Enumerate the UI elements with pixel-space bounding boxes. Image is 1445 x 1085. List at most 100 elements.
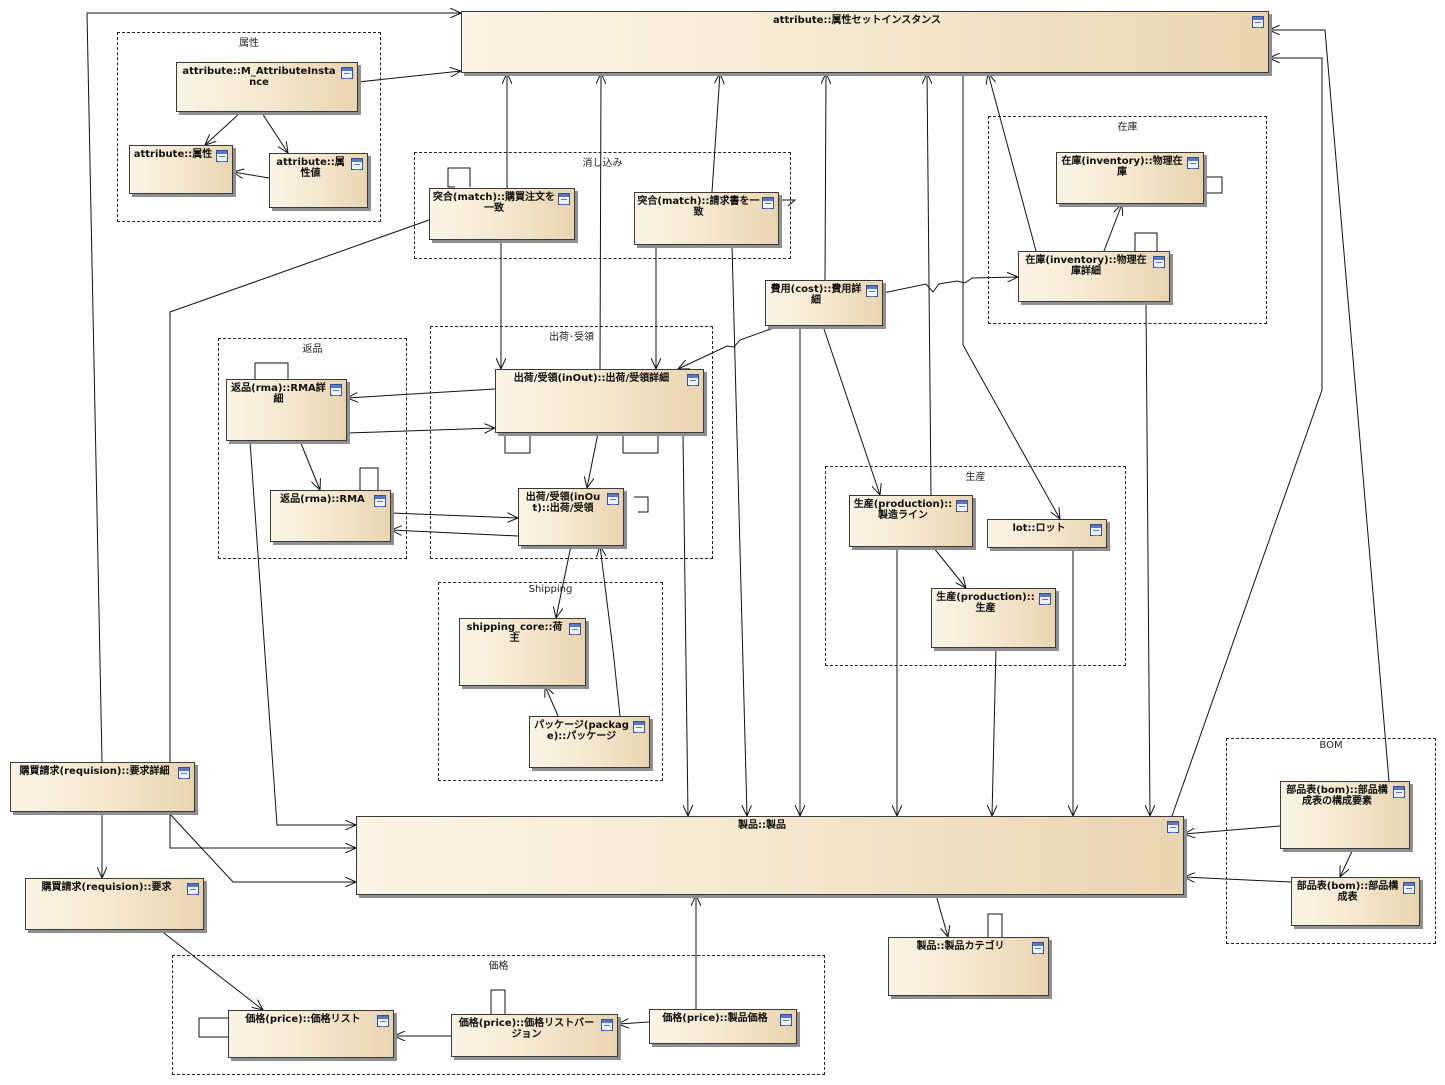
class-match-invoice[interactable]: 突合(match)::請求書を一致 [634, 192, 779, 245]
package-rma: 返品 [218, 338, 407, 559]
class-name: 価格(price)::価格リストバージョン [458, 1018, 595, 1040]
class-name: 費用(cost)::費用詳細 [770, 284, 862, 306]
class-name: 部品表(bom)::部品構成表 [1296, 881, 1399, 903]
package-title: 在庫 [1117, 122, 1138, 133]
class-production-line[interactable]: 生産(production)::製造ライン [849, 495, 973, 547]
class-production[interactable]: 生産(production)::生産 [931, 588, 1056, 648]
class-icon [1032, 942, 1044, 954]
class-name: attribute::M_AttributeInstance [182, 66, 336, 88]
class-icon [187, 883, 199, 895]
class-lot[interactable]: lot::ロット [987, 519, 1107, 548]
class-name: 突合(match)::請求書を一致 [637, 196, 760, 218]
association-arrow [992, 647, 996, 816]
association-arrow [347, 388, 496, 398]
class-name: 価格(price)::製品価格 [662, 1013, 768, 1024]
association-arrow [711, 73, 720, 193]
class-shipper[interactable]: shipping_core::荷主 [459, 618, 586, 686]
association-arrow [882, 277, 1018, 294]
class-icon [866, 285, 878, 297]
class-product-category[interactable]: 製品::製品カテゴリ [888, 937, 1049, 996]
class-price-list[interactable]: 価格(price)::価格リスト [228, 1010, 394, 1058]
class-package[interactable]: パッケージ(package)::パッケージ [529, 716, 650, 768]
class-attribute-value[interactable]: attribute::属性値 [269, 153, 368, 208]
class-icon [1039, 593, 1051, 605]
class-icon [341, 67, 353, 79]
class-name: 製品::製品カテゴリ [916, 941, 1005, 952]
self-association-line [622, 432, 659, 454]
self-association-line [1203, 176, 1223, 194]
class-name: 出荷/受領(inOut)::出荷/受領 [525, 492, 601, 514]
class-attribute-set-instance[interactable]: attribute::属性セットインスタンス [461, 11, 1269, 73]
class-requisition[interactable]: 購買請求(requision)::要求 [25, 878, 204, 930]
package-title: Shipping [528, 584, 573, 595]
association-arrow [261, 112, 288, 153]
class-name: attribute::属性 [133, 149, 213, 160]
class-physical-inventory-detail[interactable]: 在庫(inventory)::物理在庫詳細 [1018, 251, 1170, 302]
class-icon [633, 721, 645, 733]
class-name: 突合(match)::購買注文を一致 [432, 192, 556, 214]
association-arrow [205, 112, 241, 145]
association-arrow [346, 428, 495, 434]
package-title: 属性 [239, 38, 259, 49]
self-association-line [198, 1017, 228, 1038]
class-product[interactable]: 製品::製品 [356, 816, 1184, 895]
class-name: 出荷/受領(inOut)::出荷/受領詳細 [513, 373, 670, 384]
class-icon [216, 150, 228, 162]
class-price-list-version[interactable]: 価格(price)::価格リストバージョン [451, 1014, 618, 1057]
class-bom[interactable]: 部品表(bom)::部品構成表 [1291, 877, 1420, 926]
association-arrow [682, 432, 688, 816]
class-icon [780, 1014, 792, 1026]
package-inventory: 在庫 [988, 116, 1267, 324]
class-icon [1403, 882, 1415, 894]
class-name: 価格(price)::価格リスト [245, 1014, 361, 1025]
package-title: 出荷･受領 [549, 332, 594, 343]
class-name: 在庫(inventory)::物理在庫 [1061, 156, 1183, 178]
class-icon [1153, 256, 1165, 268]
class-icon [687, 374, 699, 386]
class-name: 返品(rma)::RMA詳細 [231, 383, 326, 405]
class-icon [601, 1019, 613, 1031]
class-rma[interactable]: 返品(rma)::RMA [270, 490, 391, 542]
association-arrow [86, 13, 461, 763]
association-arrow [1269, 30, 1390, 782]
class-product-price[interactable]: 価格(price)::製品価格 [649, 1009, 797, 1044]
class-name: 部品表(bom)::部品構成表の構成要素 [1286, 785, 1388, 807]
class-inout-detail[interactable]: 出荷/受領(inOut)::出荷/受領詳細 [495, 369, 704, 433]
association-arrow [299, 440, 320, 490]
self-association-line [987, 913, 1003, 937]
association-arrow [167, 811, 356, 882]
association-arrow [731, 244, 747, 816]
class-cost-detail[interactable]: 費用(cost)::費用詳細 [765, 280, 883, 326]
class-name: 製品::製品 [738, 820, 786, 831]
class-icon [330, 384, 342, 396]
class-icon [1252, 16, 1264, 28]
association-arrow [825, 73, 826, 281]
package-price: 価格 [172, 955, 825, 1075]
association-arrow [390, 512, 518, 518]
class-icon [1393, 786, 1405, 798]
association-arrow [159, 929, 263, 1010]
class-icon [762, 197, 774, 209]
self-association-line [634, 496, 649, 513]
class-m-attribute-instance[interactable]: attribute::M_AttributeInstance [176, 62, 358, 112]
class-inout[interactable]: 出荷/受領(inOut)::出荷/受領 [518, 488, 624, 546]
class-bom-component[interactable]: 部品表(bom)::部品構成表の構成要素 [1280, 781, 1410, 849]
class-requisition-detail[interactable]: 購買請求(requision)::要求詳細 [10, 762, 195, 812]
class-name: 生産(production)::製造ライン [853, 499, 953, 521]
package-title: 価格 [488, 961, 509, 972]
self-association-line [504, 432, 531, 454]
self-association-line [1134, 232, 1158, 252]
association-arrow [600, 546, 621, 717]
class-match-po[interactable]: 突合(match)::購買注文を一致 [429, 188, 575, 240]
package-title: 生産 [965, 472, 986, 483]
class-attribute[interactable]: attribute::属性 [129, 145, 233, 194]
association-arrow [357, 71, 461, 83]
package-bom: BOM [1226, 738, 1436, 944]
class-rma-detail[interactable]: 返品(rma)::RMA詳細 [226, 379, 347, 441]
package-title: 消し込み [582, 158, 623, 169]
class-icon [607, 493, 619, 505]
association-arrow [1171, 58, 1323, 817]
class-physical-inventory[interactable]: 在庫(inventory)::物理在庫 [1056, 152, 1204, 204]
self-association-line [254, 362, 289, 380]
